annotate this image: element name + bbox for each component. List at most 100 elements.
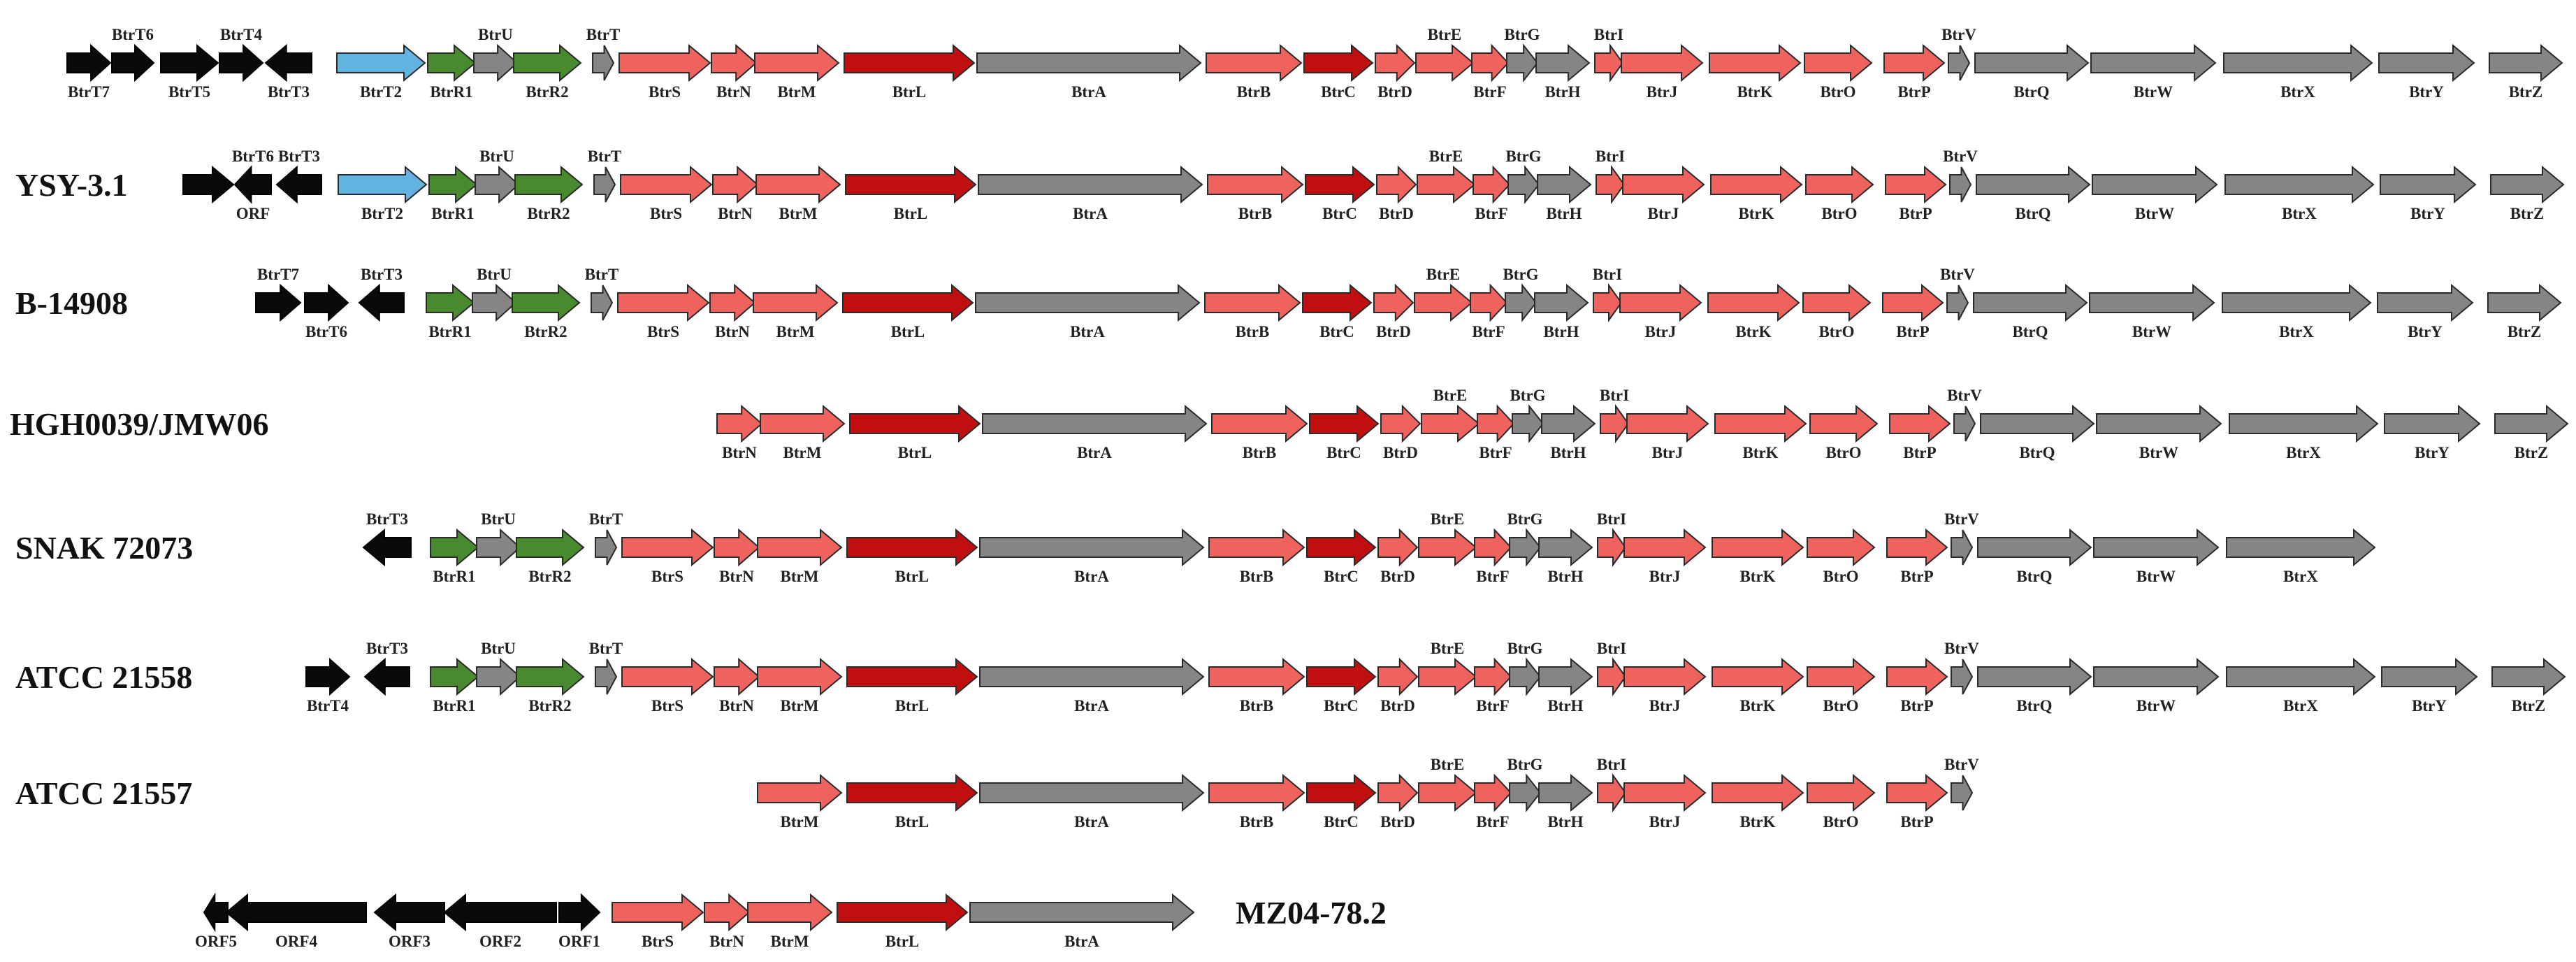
gene-arrow: [711, 43, 758, 82]
gene-arrow: [1885, 165, 1947, 204]
gene-arrow: [1306, 657, 1377, 696]
gene-label: BtrG: [1510, 387, 1545, 404]
gene-arrow: [2380, 165, 2477, 204]
gene-arrow: [225, 893, 367, 932]
gene-arrow: [1535, 43, 1591, 82]
gene-label: BtrC: [1322, 205, 1357, 222]
gene-arrow: [472, 283, 517, 322]
gene-label: BtrB: [1243, 444, 1277, 461]
gene-arrow: [373, 893, 445, 932]
gene-arrow: [336, 43, 426, 82]
gene-label: BtrJ: [1647, 83, 1678, 101]
gene-label: BtrO: [1820, 83, 1855, 101]
gene-arrow: [1509, 528, 1542, 567]
gene-label: BtrV: [1943, 148, 1978, 165]
gene-label: BtrC: [1321, 83, 1356, 101]
gene-arrow: [1474, 657, 1512, 696]
gene-arrow: [1206, 43, 1303, 82]
gene-label: BtrD: [1377, 83, 1412, 101]
gene-arrow: [2093, 528, 2220, 567]
gene-label: BtrK: [1735, 323, 1771, 340]
gene-arrow: [1306, 773, 1377, 812]
strain-label: HGH0039/JMW06: [10, 406, 269, 442]
gene-arrow: [846, 657, 978, 696]
gene-label: BtrT3: [268, 83, 310, 101]
gene-label: BtrL: [895, 568, 929, 585]
gene-label: BtrL: [894, 205, 928, 222]
gene-label: BtrC: [1324, 697, 1359, 715]
gene-label: BtrB: [1237, 83, 1271, 101]
gene-label: BtrM: [781, 697, 819, 715]
gene-arrow: [1507, 165, 1540, 204]
gene-label: BtrA: [1077, 444, 1112, 461]
gene-label: BtrV: [1940, 266, 1975, 283]
gene-arrow: [1621, 43, 1704, 82]
gene-arrow: [1375, 43, 1416, 82]
gene-label: BtrY: [2408, 323, 2443, 340]
gene-arrow: [514, 165, 584, 204]
gene-arrow: [275, 165, 322, 204]
gene-arrow: [618, 43, 711, 82]
gene-label: BtrT3: [366, 640, 408, 657]
gene-label: BtrK: [1742, 444, 1778, 461]
gene-arrow: [617, 283, 710, 322]
gene-arrow: [203, 892, 229, 933]
gene-label: BtrD: [1380, 568, 1415, 585]
gene-label: BtrE: [1426, 266, 1461, 283]
gene-arrow: [2223, 43, 2373, 82]
gene-label: BtrR1: [433, 568, 475, 585]
gene-arrow: [1421, 404, 1480, 443]
gene-label: BtrM: [778, 83, 816, 101]
gene-label: BtrD: [1379, 205, 1414, 222]
gene-arrow: [846, 528, 978, 567]
gene-arrow: [1886, 773, 1948, 812]
gene-arrow: [621, 528, 714, 567]
gene-label: BtrF: [1476, 813, 1509, 831]
gene-arrow: [1418, 528, 1477, 567]
strain-label: MZ04-78.2: [1236, 895, 1387, 931]
gene-label: BtrE: [1433, 387, 1468, 404]
gene-arrow: [66, 43, 112, 82]
gene-label: BtrY: [2409, 83, 2444, 101]
gene-label: BtrI: [1595, 148, 1625, 165]
gene-label: BtrM: [776, 323, 815, 340]
gene-label: BtrV: [1947, 387, 1982, 404]
gene-arrow: [1597, 656, 1627, 697]
gene-arrow: [1951, 529, 1974, 566]
gene-arrow: [1595, 164, 1626, 205]
gene-arrow: [1417, 165, 1476, 204]
strain-label: YSY-3.1: [15, 167, 128, 203]
gene-label: BtrF: [1476, 697, 1509, 715]
gene-arrow: [362, 528, 412, 567]
gene-label: BtrM: [781, 813, 819, 831]
gene-label: BtrB: [1240, 813, 1274, 831]
gene-arrow: [1373, 283, 1414, 322]
gene-arrow: [1712, 657, 1804, 696]
gene-arrow: [516, 657, 585, 696]
gene-arrow: [1470, 283, 1508, 322]
gene-label: BtrP: [1896, 323, 1929, 340]
strain-label: ATCC 21557: [15, 775, 192, 811]
gene-label: BtrQ: [2012, 323, 2048, 340]
gene-label: BtrZ: [2508, 323, 2542, 340]
gene-arrow: [976, 43, 1202, 82]
gene-label: BtrA: [1074, 697, 1109, 715]
gene-arrow: [304, 283, 349, 322]
gene-label: BtrG: [1507, 640, 1542, 657]
gene-label: BtrB: [1236, 323, 1270, 340]
gene-label: BtrF: [1476, 568, 1509, 585]
gene-arrow: [1886, 528, 1948, 567]
gene-label: BtrJ: [1649, 568, 1681, 585]
gene-arrow: [1376, 165, 1417, 204]
gene-arrow: [979, 528, 1205, 567]
gene-label: BtrT3: [278, 148, 320, 165]
gene-arrow: [969, 893, 1195, 932]
gene-arrow: [160, 43, 219, 82]
gene-label: ORF5: [195, 933, 237, 950]
gene-arrow: [2381, 657, 2478, 696]
gene-arrow: [1807, 528, 1876, 567]
gene-arrow: [2090, 43, 2217, 82]
